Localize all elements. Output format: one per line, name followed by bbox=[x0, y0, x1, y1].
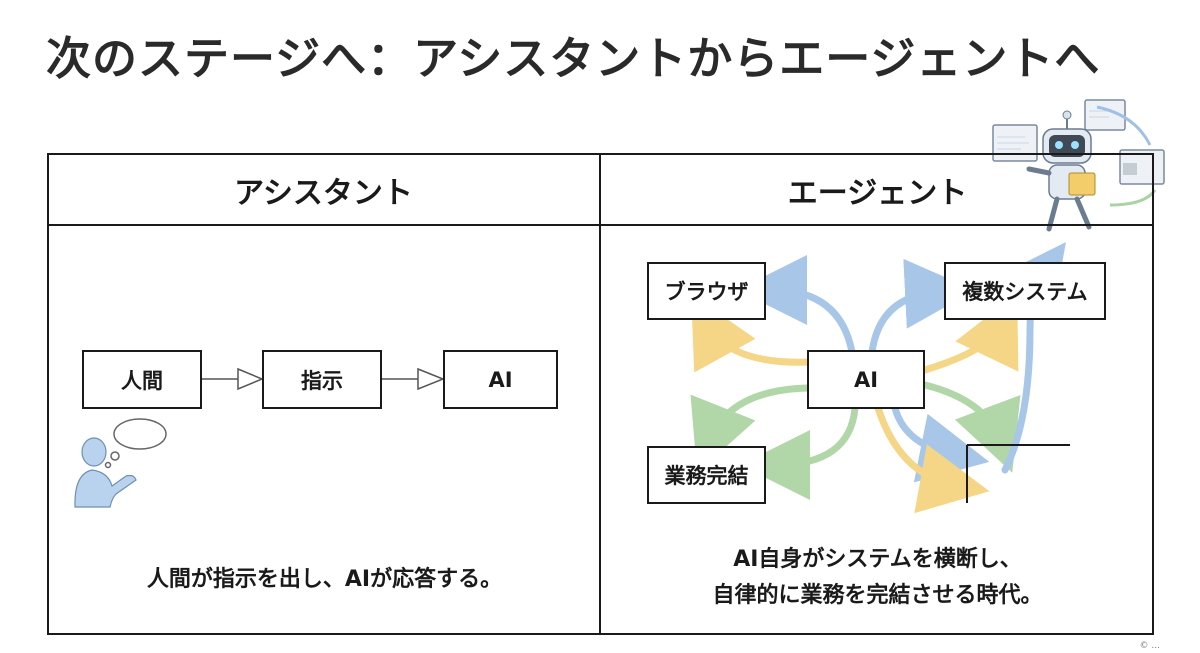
robot-illustration bbox=[992, 99, 1165, 232]
thought-bubble-icon bbox=[104, 418, 167, 469]
assistant-flow-arrows bbox=[201, 367, 446, 391]
person-icon bbox=[74, 437, 137, 508]
agent-header: エージェント bbox=[787, 176, 968, 211]
multi-system-box: 複数システム bbox=[944, 262, 1106, 320]
human-box: 人間 bbox=[82, 350, 202, 409]
browser-box: ブラウザ bbox=[647, 262, 766, 320]
page-title: 次のステージへ：アシスタントからエージェントへ bbox=[46, 32, 1101, 85]
assistant-header: アシスタント bbox=[234, 176, 413, 211]
assistant-caption: 人間が指示を出し、AIが応答する。 bbox=[146, 567, 503, 592]
ai-box: AI bbox=[443, 350, 558, 409]
header-divider bbox=[47, 224, 1154, 226]
agent-caption: AI自身がシステムを横断し、 自律的に業務を完結させる時代。 bbox=[601, 542, 1154, 614]
person-illustration bbox=[74, 418, 167, 508]
agent-caption-line-1: AI自身がシステムを横断し、 bbox=[733, 547, 1022, 572]
footer-note: © ... bbox=[1139, 641, 1160, 651]
instruction-box: 指示 bbox=[262, 350, 382, 409]
column-divider bbox=[599, 153, 601, 635]
ai-hub-box: AI bbox=[807, 350, 925, 409]
agent-caption-line-2: 自律的に業務を完結させる時代。 bbox=[712, 583, 1043, 608]
task-completion-box: 業務完結 bbox=[647, 446, 766, 504]
